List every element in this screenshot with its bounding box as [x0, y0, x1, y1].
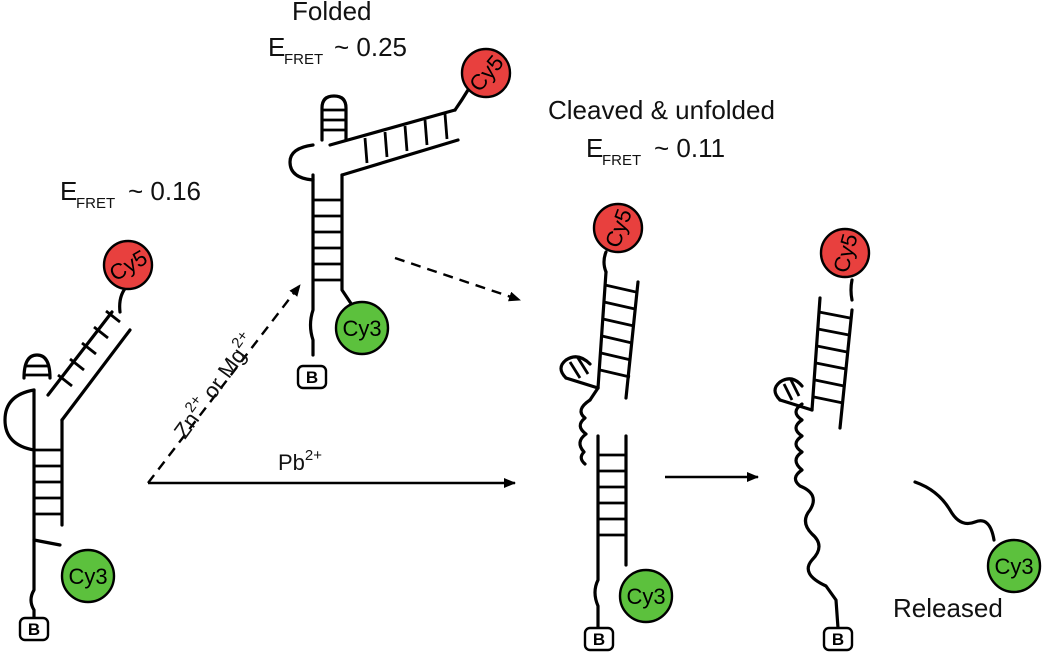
zn-mg-label: Zn2+ or Mg2+: [166, 327, 261, 443]
cleaved-title: Cleaved & unfolded: [548, 95, 775, 125]
cy5-dye: [102, 239, 154, 291]
released-strand: [913, 480, 996, 542]
svg-text:B: B: [28, 620, 40, 639]
cy3-dye: [618, 568, 674, 624]
structure-released: Cy5 B Cy3: [773, 227, 1042, 652]
zn-mg-arrow: [147, 284, 301, 484]
cy5-dye: [460, 47, 512, 99]
structure-folded: Cy5 Cy3 B: [288, 47, 512, 390]
cleaved-efret-label: E FRET ~ 0.11: [586, 133, 725, 169]
cy5-dye: [819, 227, 871, 279]
svg-text:~ 0.25: ~ 0.25: [334, 32, 407, 62]
svg-text:FRET: FRET: [76, 195, 115, 212]
cy3-label: Cy3: [626, 584, 665, 609]
svg-text:B: B: [306, 368, 318, 387]
biotin-anchor: [822, 626, 854, 652]
biotin-anchor: [18, 616, 50, 642]
folded-title: Folded: [292, 0, 372, 26]
svg-text:FRET: FRET: [284, 51, 323, 68]
pb-label: Pb2+: [278, 447, 322, 475]
start-efret-label: E FRET ~ 0.16: [60, 176, 201, 212]
svg-text:E: E: [60, 176, 77, 206]
biotin-anchor: [296, 364, 328, 390]
svg-text:FRET: FRET: [602, 152, 641, 169]
cy3-label: Cy3: [342, 316, 381, 341]
folding-to-cleaved-arrow: [394, 256, 521, 302]
cy3-dye: [986, 538, 1042, 594]
svg-text:~ 0.11: ~ 0.11: [654, 133, 725, 163]
structure-initial: Cy5 Cy3 B: [3, 239, 154, 642]
svg-text:B: B: [832, 630, 844, 649]
cy3-dye: [334, 300, 390, 356]
cy3-dye: [60, 548, 116, 604]
cy3-label: Cy3: [994, 554, 1033, 579]
svg-text:E: E: [268, 32, 285, 62]
folded-efret-label: E FRET ~ 0.25: [268, 32, 407, 68]
svg-text:~ 0.16: ~ 0.16: [128, 176, 201, 206]
cy3-label: Cy3: [68, 564, 107, 589]
svg-text:B: B: [593, 630, 605, 649]
svg-text:E: E: [586, 133, 603, 163]
released-label: Released: [893, 593, 1003, 623]
cy5-dye: [592, 202, 644, 254]
structure-cleaved: Cy5 Cy3 B: [559, 202, 674, 652]
biotin-anchor: [583, 626, 615, 652]
